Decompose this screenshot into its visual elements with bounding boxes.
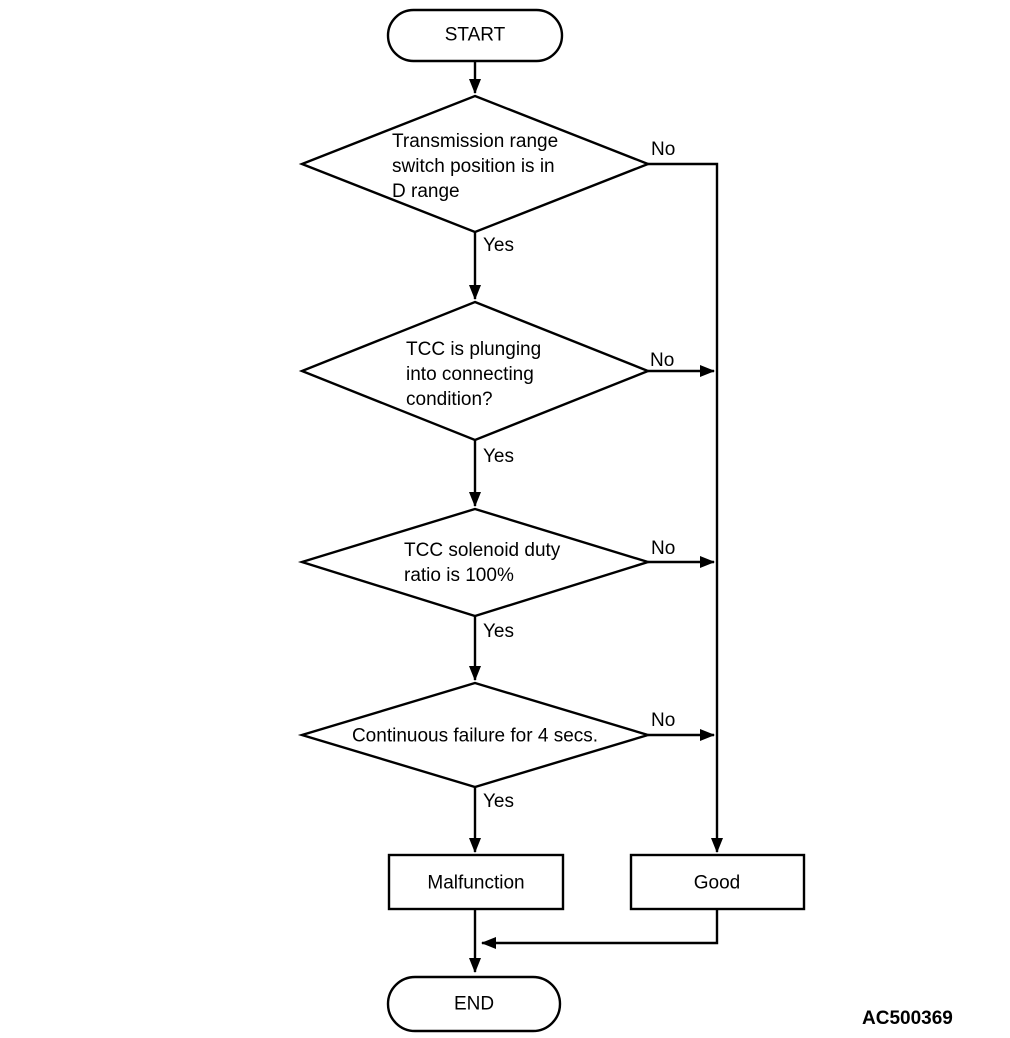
- good-node-shape: [629, 853, 806, 911]
- decision4-yes-label: Yes: [483, 791, 514, 812]
- decision2-text: TCC is plunging into connecting conditio…: [406, 339, 542, 410]
- decision2-yes-label: Yes: [483, 446, 514, 467]
- decision2-diamond: [298, 300, 652, 442]
- decision1-no-label: No: [651, 139, 676, 160]
- decision1-yes-label: Yes: [483, 235, 514, 256]
- decision3-no-label: No: [651, 538, 676, 559]
- decision1-diamond: [298, 94, 652, 234]
- decision4-text: Continuous failure for 4 secs.: [351, 725, 599, 747]
- decision4-diamond: [297, 681, 653, 789]
- decision1-text: Transmission range switch position is in…: [392, 131, 559, 202]
- malfunction-node-label: Malfunction: [427, 872, 525, 894]
- malfunction-node-shape: [387, 853, 565, 911]
- good-node-label: Good: [693, 872, 741, 894]
- decision2-no-label: No: [650, 350, 675, 371]
- start-node-shape: [386, 8, 564, 63]
- figure-code: AC500369: [862, 1008, 953, 1029]
- arrow-decision1-no-trunk: [647, 162, 723, 853]
- end-node-label: END: [453, 993, 495, 1015]
- decision4-no-label: No: [651, 710, 676, 731]
- start-node-label: START: [444, 24, 506, 46]
- end-node-shape: [386, 975, 562, 1033]
- arrow-good-join: [481, 909, 719, 949]
- decision3-diamond: [297, 507, 653, 618]
- decision3-yes-label: Yes: [483, 621, 514, 642]
- decision3-text: TCC solenoid duty ratio is 100%: [404, 540, 561, 586]
